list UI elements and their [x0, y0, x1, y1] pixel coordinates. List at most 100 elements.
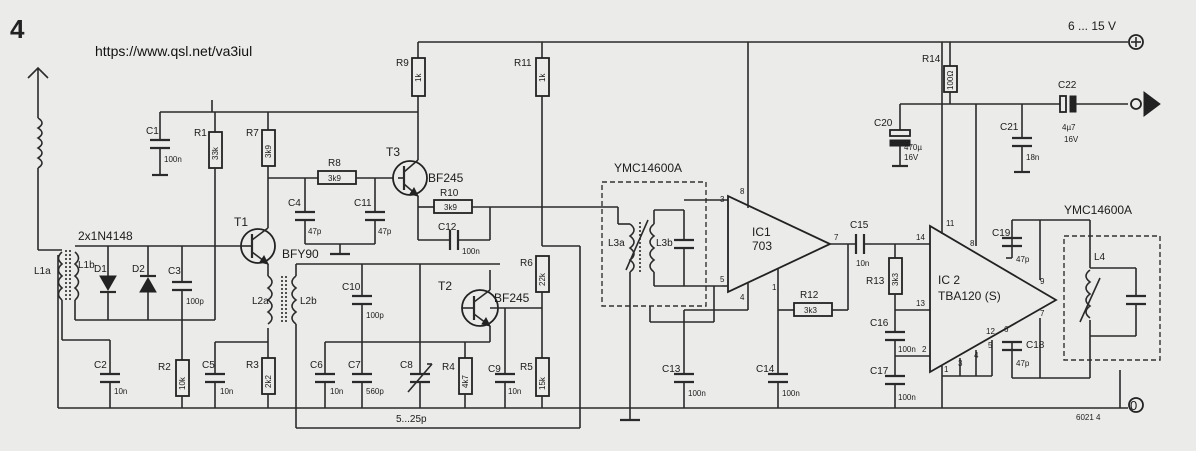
r14-value: 100Ω [946, 71, 955, 90]
capacitor-c16 [885, 310, 930, 357]
c8-ref: C8 [400, 360, 413, 371]
c15-ref: C15 [850, 220, 869, 231]
diodes-label: 2x1N4148 [78, 229, 133, 243]
capacitor-c9 [495, 308, 515, 408]
c3-ref: C3 [168, 266, 181, 277]
capacitor-c1 [150, 112, 170, 177]
r11-value: 1k [538, 73, 547, 82]
resistor-r12 [778, 244, 849, 317]
filter-ymc14600a-2 [1063, 220, 1161, 408]
resistor-r4 [458, 342, 473, 408]
transistor-t3 [392, 96, 428, 240]
ic1-pin-5: 5 [720, 275, 725, 284]
filter-ymc14600a-1 [601, 181, 728, 422]
l2b-label: L2b [300, 296, 317, 307]
c9-ref: C9 [488, 364, 501, 375]
c8-value: 5...25p [396, 414, 427, 425]
resistor-r13 [888, 244, 930, 311]
c21-value: 18n [1026, 153, 1039, 162]
supply-terminal [1128, 34, 1144, 50]
ic2-pin-8: 8 [970, 239, 975, 248]
supply-voltage-label: 6 ... 15 V [1068, 19, 1116, 33]
resistor-r14 [900, 65, 976, 105]
r13-ref: R13 [866, 276, 885, 287]
r12-ref: R12 [800, 290, 819, 301]
c4-ref: C4 [288, 198, 301, 209]
ic1-ref: IC1 [752, 225, 771, 239]
ic2-pin-7: 7 [1040, 309, 1045, 318]
r5-value: 15k [538, 376, 547, 390]
c4-value: 47p [308, 227, 322, 236]
capacitor-c7 [352, 342, 372, 408]
ic1-pin-3: 3 [720, 195, 725, 204]
capacitor-c18 [1002, 318, 1090, 379]
t2-type: BF245 [494, 291, 530, 305]
supply-rail [417, 41, 1128, 200]
c6-value: 10n [330, 387, 343, 396]
resistor-r2 [175, 320, 190, 408]
c18-value: 47p [1016, 359, 1030, 368]
resistor-r5 [535, 357, 550, 408]
t1-label: T1 [234, 215, 248, 229]
c12-value: 100n [462, 247, 480, 256]
r6-value: 22k [538, 272, 547, 286]
r2-ref: R2 [158, 362, 171, 373]
c17-ref: C17 [870, 366, 889, 377]
r7-ref: R7 [246, 128, 259, 139]
c2-ref: C2 [94, 360, 107, 371]
transistor-t1 [240, 227, 276, 276]
resistor-r9 [411, 57, 426, 97]
capacitor-c19 [1002, 219, 1090, 280]
capacitor-c15 [854, 234, 930, 254]
capacitor-c2 [100, 340, 120, 408]
capacitor-c17 [885, 356, 905, 408]
c3-value: 100p [186, 297, 204, 306]
t1-type: BFY90 [282, 247, 319, 261]
r6-ref: R6 [520, 258, 533, 269]
c20-ref: C20 [874, 118, 893, 129]
ic2-pin-12: 12 [986, 327, 995, 336]
r1-value: 33k [211, 146, 220, 160]
capacitor-c4 [295, 178, 375, 256]
coil-l1 [57, 245, 240, 341]
t2-label: T2 [438, 279, 452, 293]
c9-value: 10n [508, 387, 521, 396]
r9-value: 1k [414, 73, 423, 82]
c18-ref: C18 [1026, 340, 1045, 351]
c1-value: 100n [164, 155, 182, 164]
resistor-r6 [296, 245, 581, 429]
resistor-r8 [268, 170, 398, 185]
ic2-pin-14: 14 [916, 233, 925, 242]
ic2-pin-2: 2 [922, 345, 927, 354]
r11-ref: R11 [514, 58, 532, 69]
t3-type: BF245 [428, 171, 464, 185]
l4-label: L4 [1094, 252, 1106, 263]
c11-value: 47p [378, 227, 392, 236]
r12-value: 3k3 [804, 306, 817, 315]
figure-number: 4 [10, 14, 25, 44]
ic1-type: 703 [752, 239, 772, 253]
ic1-amplifier [683, 194, 856, 374]
filter-2-label: YMC14600A [1064, 203, 1132, 217]
c13-ref: C13 [662, 364, 681, 375]
ic1-pin-8: 8 [740, 187, 745, 196]
r4-value: 4k7 [461, 375, 470, 388]
r2-value: 10k [178, 376, 187, 390]
c14-ref: C14 [756, 364, 775, 375]
c17-value: 100n [898, 393, 916, 402]
ic2-pin-4: 4 [974, 351, 979, 360]
c14-value: 100n [782, 389, 800, 398]
capacitor-c20 [889, 104, 911, 168]
resistor-r3 [261, 328, 276, 408]
l3b-label: L3b [656, 238, 673, 249]
diode-d2 [139, 246, 157, 320]
ic2-pin-13: 13 [916, 299, 925, 308]
ic1-pin-4: 4 [740, 293, 745, 302]
ic2-pin-5: 5 [988, 341, 993, 350]
c22-ref: C22 [1058, 80, 1077, 91]
ic1-pin-1: 1 [772, 283, 777, 292]
r13-value: 3k3 [891, 273, 900, 286]
c5-value: 10n [220, 387, 233, 396]
r1-ref: R1 [194, 128, 207, 139]
